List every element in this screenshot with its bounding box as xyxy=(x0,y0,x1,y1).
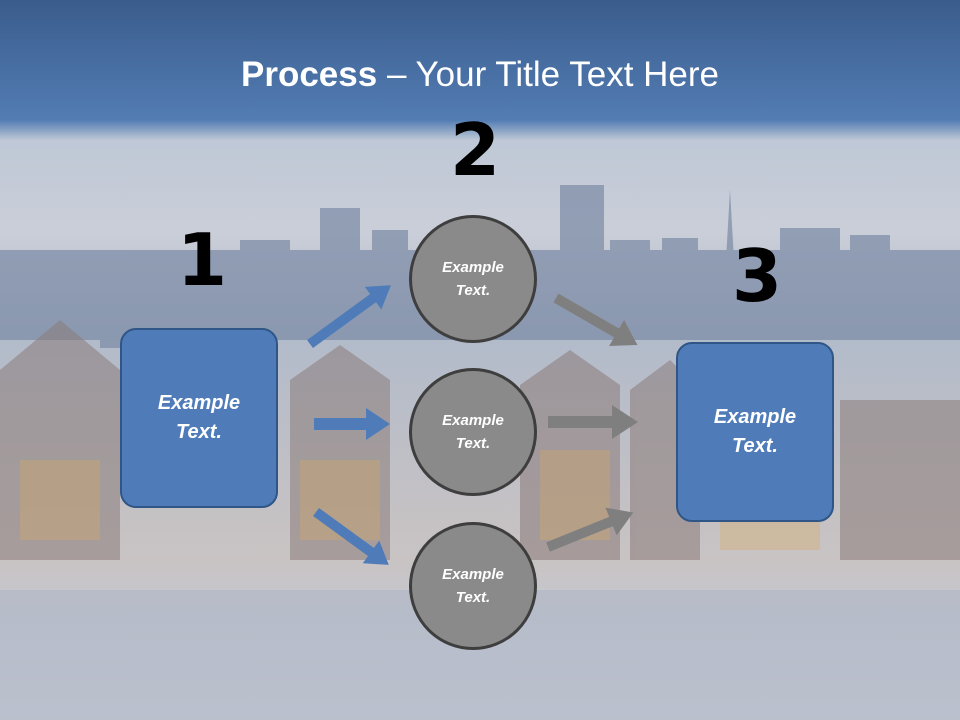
arrow-down-right-icon xyxy=(313,507,389,565)
arrow-down-right-gray-icon xyxy=(553,293,638,346)
title-rest: – Your Title Text Here xyxy=(377,55,719,94)
arrow-up-right-icon xyxy=(307,285,391,349)
arrow-right-gray-icon xyxy=(548,405,638,439)
step-number-2: 2 xyxy=(450,108,501,192)
circle-middle-line1: Example xyxy=(442,412,504,429)
circle-bottom-line2: Text. xyxy=(455,589,491,606)
circle-middle-line2: Text. xyxy=(455,435,491,452)
right-box-line1: Example xyxy=(713,406,797,428)
gray-arrows xyxy=(546,293,638,552)
title-bold: Process xyxy=(241,55,378,94)
step-number-1: 1 xyxy=(177,218,228,302)
blue-arrows xyxy=(307,285,391,565)
left-box-line2: Text. xyxy=(176,421,222,443)
arrow-up-right-gray-icon xyxy=(546,507,634,552)
left-box-line1: Example xyxy=(157,392,241,414)
slide-title: Process – Your Title Text Here xyxy=(0,52,960,98)
circle-top-line2: Text. xyxy=(455,282,491,299)
step-number-3: 3 xyxy=(732,234,783,318)
circle-bottom-line1: Example xyxy=(442,566,504,583)
arrow-right-icon xyxy=(314,408,390,440)
circle-top-line1: Example xyxy=(442,259,504,276)
right-box-line2: Text. xyxy=(732,435,778,457)
